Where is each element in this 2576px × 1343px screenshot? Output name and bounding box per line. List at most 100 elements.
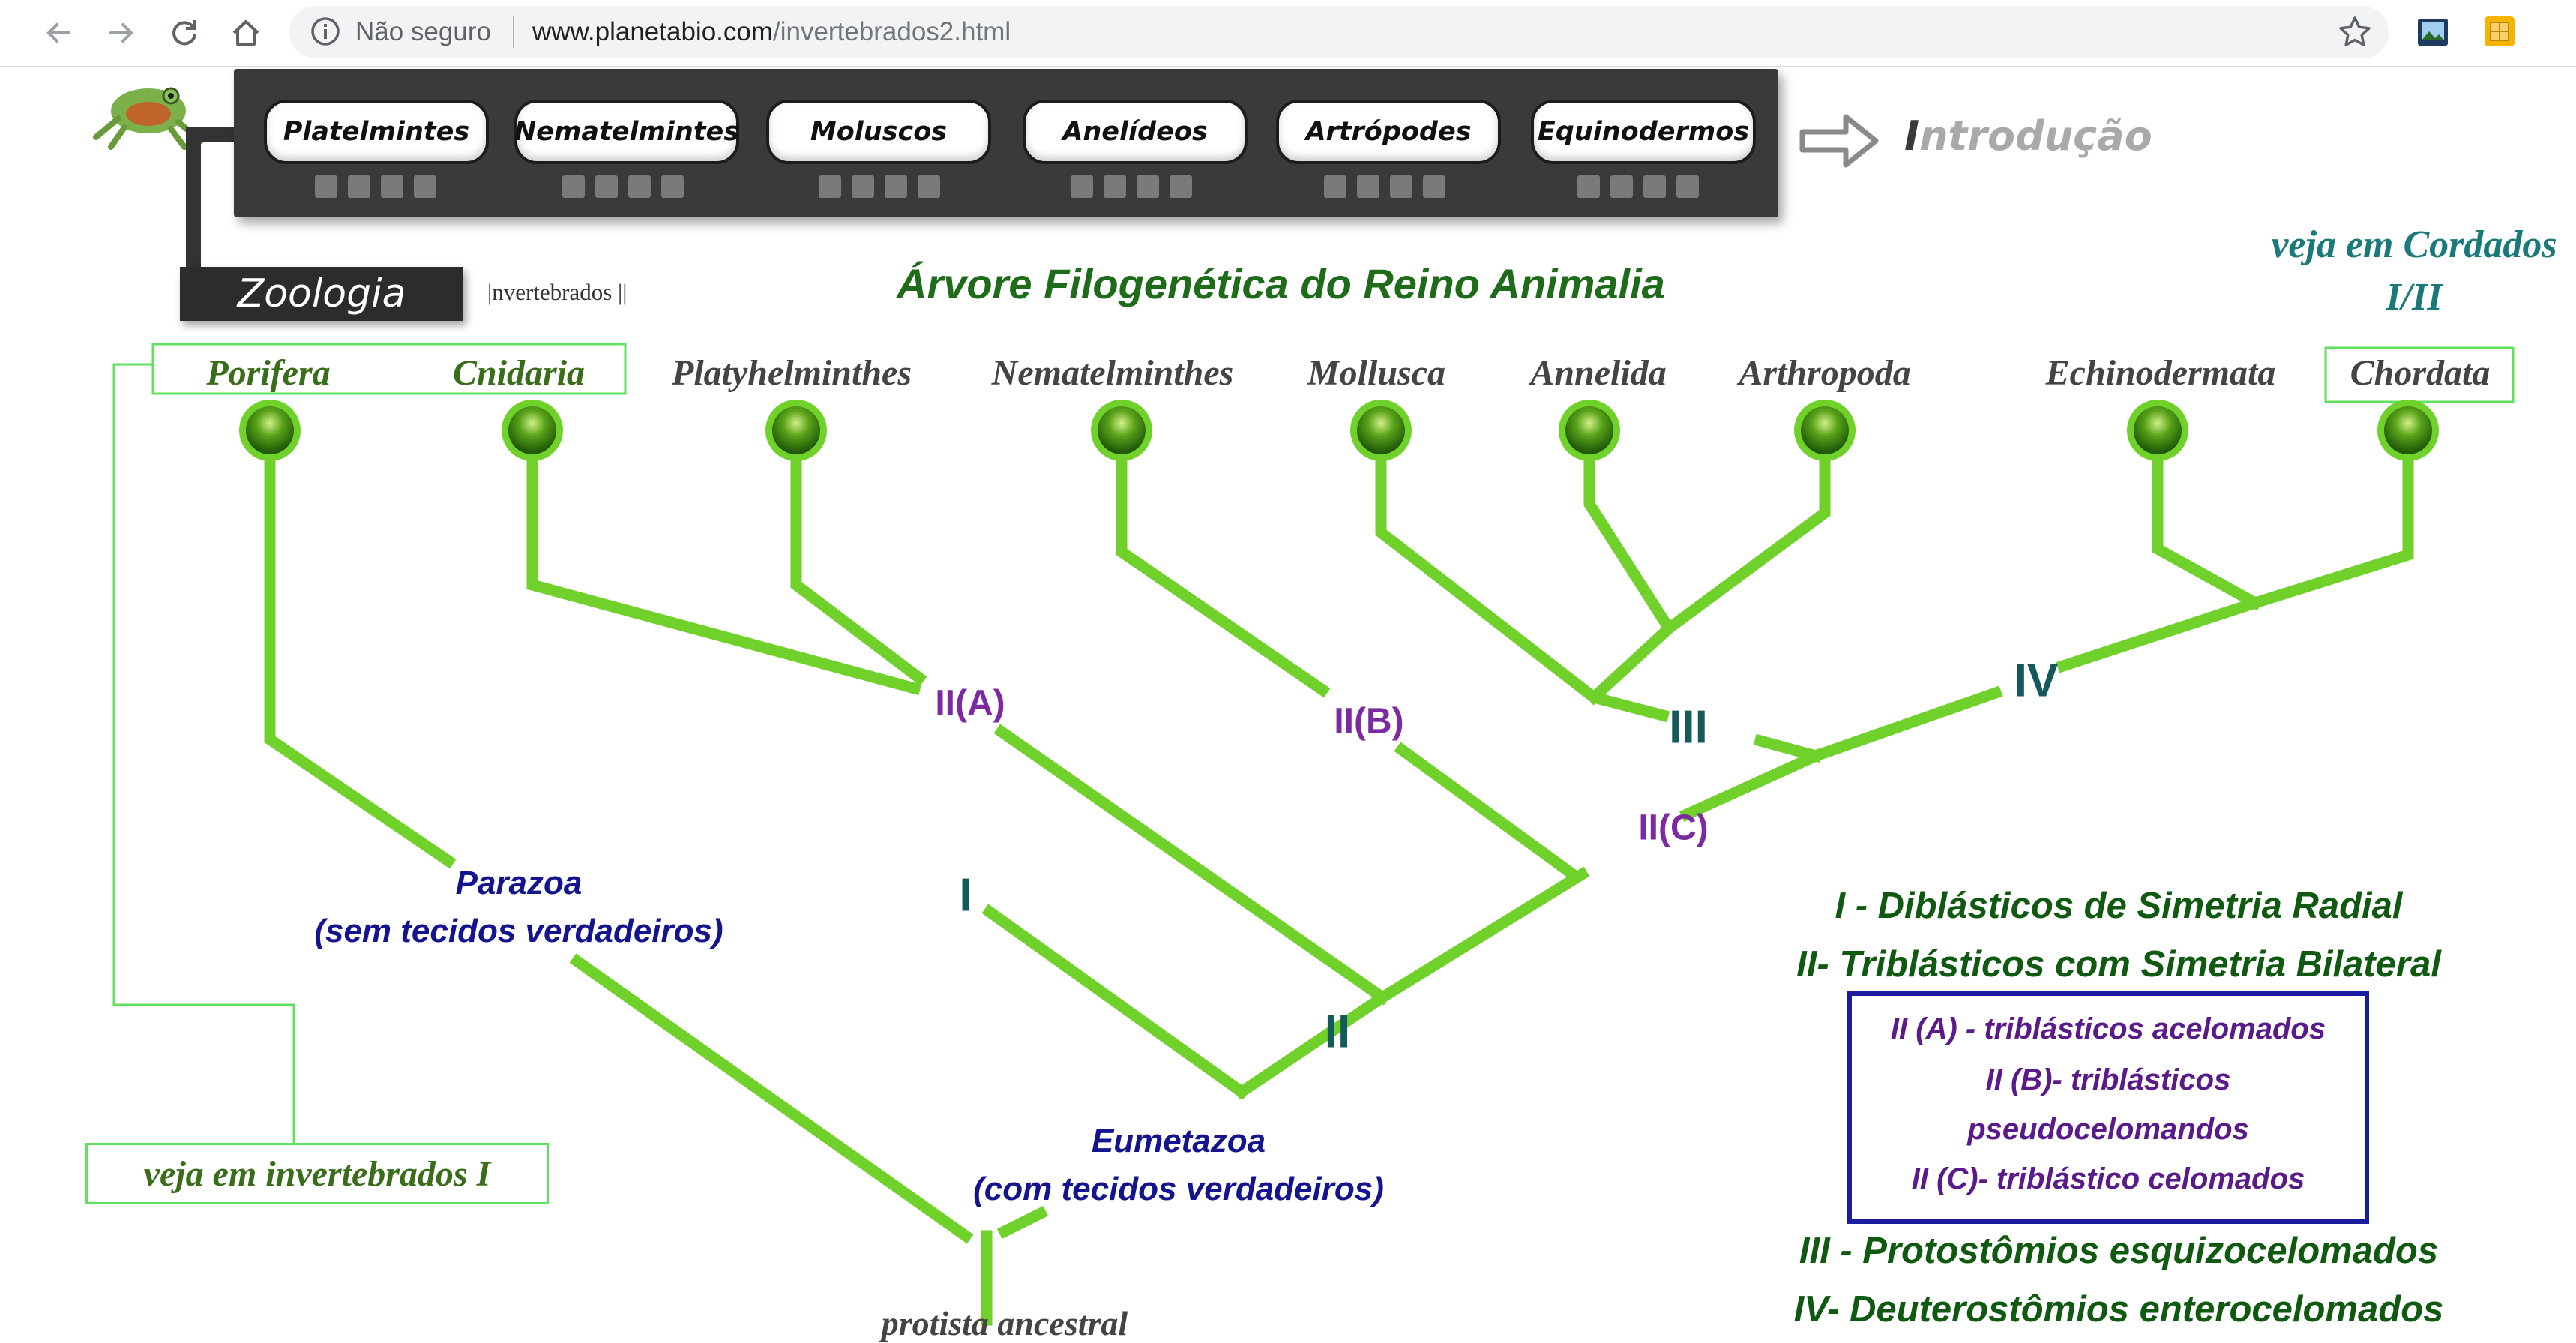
nav-equinodermos-button[interactable]: Equinodermos [1531, 100, 1756, 164]
chordata-branch [2056, 436, 2414, 673]
intro-rest: ntrodução [1919, 112, 2152, 160]
cordados-line2: I/II [2386, 276, 2443, 319]
frog-logo [93, 87, 204, 150]
node-label-IIC: II(C) [1638, 808, 1709, 848]
mollusca-branch [1375, 436, 1670, 723]
subpage-square[interactable] [1137, 175, 1159, 198]
phylum-label-echinodermata: Echinodermata [2045, 353, 2276, 393]
nav-label: Nematelmintes [514, 117, 740, 147]
zoologia-label: Zoologia [237, 271, 406, 316]
cnidaria-branch [526, 436, 922, 696]
info-icon[interactable] [309, 15, 342, 48]
nav-anelideos-button[interactable]: Anelídeos [1023, 100, 1248, 164]
eumetazoa-label: Eumetazoa (com tecidos verdadeiros) [973, 1117, 1384, 1213]
subpage-square[interactable] [661, 175, 684, 198]
nav-platelmintes-button[interactable]: Platelmintes [264, 100, 489, 164]
nav-label: Moluscos [810, 117, 948, 147]
echinodermata-branch [2152, 436, 2263, 611]
subpage-square[interactable] [1610, 175, 1633, 198]
address-bar[interactable] [289, 6, 2389, 58]
subpage-square[interactable] [1071, 175, 1093, 198]
forward-button[interactable] [99, 10, 144, 55]
subpage-square[interactable] [819, 175, 841, 198]
nav-artropodes-button[interactable]: Artrópodes [1276, 100, 1501, 164]
subpage-square[interactable] [414, 175, 436, 198]
bookmark-star-icon[interactable] [2336, 13, 2374, 51]
node-label-II: II [1324, 1006, 1351, 1058]
subpage-square[interactable] [1423, 175, 1445, 198]
back-button[interactable] [36, 10, 81, 55]
home-button[interactable] [223, 10, 268, 55]
eumetazoa-line2: (com tecidos verdadeiros) [973, 1171, 1384, 1207]
introducao-link[interactable]: Introdução [1904, 112, 2152, 160]
node-label-I: I [959, 869, 972, 922]
subpage-square[interactable] [1104, 175, 1126, 198]
nematelminthes-branch [1116, 436, 1331, 698]
nav-label: Equinodermos [1537, 117, 1750, 147]
chordata-node [2377, 400, 2439, 461]
eumetazoa-to-I-branch [981, 904, 1250, 1100]
platyhelminthes-node [765, 400, 827, 461]
node-label-IIB: II(B) [1334, 701, 1404, 742]
image-extension-icon[interactable] [2416, 15, 2450, 49]
parazoa-line1: Parazoa [455, 865, 583, 901]
subpage-square[interactable] [628, 175, 651, 198]
breadcrumb: |nvertebrados || [487, 279, 628, 305]
legend-sub-C: II (C)- triblástico celomados [1911, 1162, 2305, 1195]
nav-label: Artrópodes [1305, 117, 1472, 147]
subpage-square[interactable] [1390, 175, 1412, 198]
subpage-square[interactable] [348, 175, 370, 198]
subpage-square[interactable] [1357, 175, 1379, 198]
III-branch [1753, 733, 1823, 763]
home-icon [232, 20, 259, 46]
back-arrow-icon [46, 23, 70, 43]
legend-line-IV: IV- Deuterostômios enterocelomados [1793, 1289, 2444, 1330]
phylum-label-cnidaria: Cnidaria [452, 353, 586, 393]
subpage-square[interactable] [1676, 175, 1699, 198]
veja-cordados-link[interactable]: veja em Cordados I/II [2257, 219, 2572, 324]
url-path: /invertebrados2.html [773, 17, 1011, 46]
nav-nematelmintes-button[interactable]: Nematelmintes [514, 100, 739, 164]
card-extension-icon[interactable] [2482, 13, 2518, 49]
zoologia-button[interactable]: Zoologia [180, 267, 463, 321]
IIA-lower-branch [993, 724, 1391, 1006]
forward-arrow-icon [109, 23, 133, 43]
legend-line-I: I - Diblásticos de Simetria Radial [1835, 886, 2403, 926]
protista-ancestral-label: protista ancestral [881, 1304, 1128, 1342]
annelida-node [1559, 400, 1620, 461]
intro-initial: I [1904, 112, 1920, 160]
IV-lower-branch [1808, 685, 2003, 763]
veja-invertebrados-link[interactable]: veja em invertebrados I [85, 1143, 549, 1204]
subpage-square[interactable] [1170, 175, 1192, 198]
security-label: Não seguro [355, 17, 491, 46]
right-arrow-icon [1799, 114, 1879, 168]
legend-line-III: III - Protostômios esquizocelomados [1799, 1231, 2439, 1271]
subpage-square[interactable] [885, 175, 907, 198]
reload-button[interactable] [162, 10, 207, 55]
parazoa-label: Parazoa (sem tecidos verdadeiros) [314, 859, 723, 955]
arthropoda-branch [1661, 436, 1831, 637]
IIC-branch [1679, 748, 1823, 822]
subpage-square[interactable] [1577, 175, 1600, 198]
legend-line-II: II- Triblásticos com Simetria Bilateral [1796, 944, 2441, 985]
parazoa-branch [569, 953, 974, 1244]
subpage-square[interactable] [852, 175, 874, 198]
IIB-lower-branch [1394, 742, 1581, 883]
subpage-square[interactable] [381, 175, 403, 198]
subpage-square[interactable] [1643, 175, 1666, 198]
annotation-boxes [112, 343, 2515, 1144]
subpage-square[interactable] [918, 175, 940, 198]
legend-sub-A: II (A) - triblásticos acelomados [1890, 1012, 2326, 1045]
subpage-square[interactable] [315, 175, 337, 198]
legend-subcategories-box [1847, 991, 2369, 1224]
subpage-square[interactable] [595, 175, 618, 198]
url-text[interactable]: www.planetabio.com/invertebrados2.html [532, 10, 1011, 54]
nav-label: Platelmintes [283, 117, 470, 147]
reload-icon [172, 20, 196, 46]
subpage-square[interactable] [562, 175, 585, 198]
nav-moluscos-button[interactable]: Moluscos [766, 100, 991, 164]
phylum-label-chordata: Chordata [2350, 353, 2491, 393]
node-label-IV: IV [2014, 655, 2059, 707]
subpage-square[interactable] [1324, 175, 1346, 198]
porifera-branch [264, 436, 457, 869]
